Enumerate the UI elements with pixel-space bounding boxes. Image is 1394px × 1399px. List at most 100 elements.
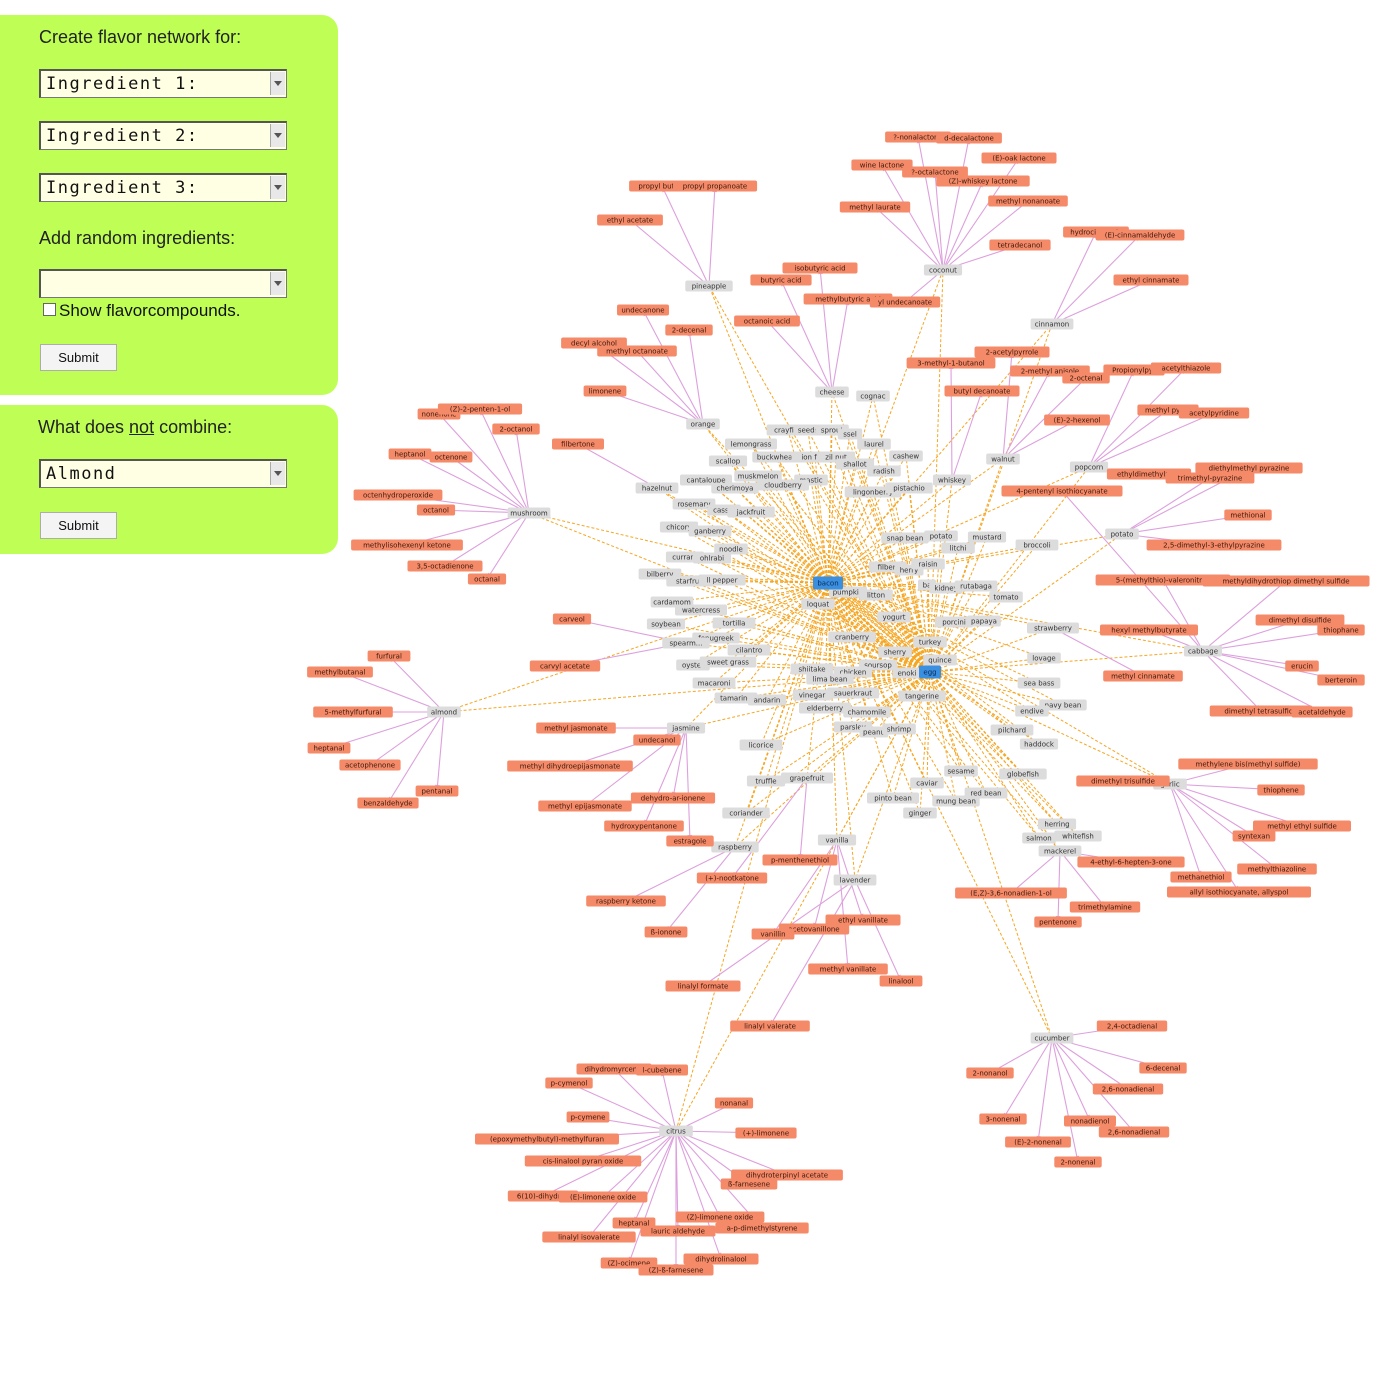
compound-node[interactable]: 2-octanol [492, 423, 540, 435]
compound-node[interactable]: l-cubebene [636, 1064, 688, 1076]
compound-node[interactable]: hexyl methylbutyrate [1100, 624, 1198, 636]
compound-node[interactable]: wine lactone [851, 159, 913, 171]
ingredient-node[interactable]: whiskey [932, 474, 972, 486]
ingredient-node[interactable]: snap bean [881, 532, 929, 544]
ingredient-node[interactable]: strawberry [1027, 622, 1079, 634]
ingredient-node[interactable]: truffle [746, 775, 786, 787]
compound-node[interactable]: 2-decenal [665, 324, 713, 336]
ingredient-node[interactable]: turkey [913, 636, 947, 648]
compound-node[interactable]: 5-(methylthio)-valeronitrile [1095, 574, 1231, 586]
ingredient-node[interactable]: laurel [857, 438, 891, 450]
compound-node[interactable]: trimethyl-pyrazine [1165, 472, 1255, 484]
compound-node[interactable]: dehydro-ar-ionene [630, 792, 716, 804]
compound-node[interactable]: 2,6-nonadienal [1098, 1126, 1170, 1138]
compound-node[interactable]: 2-acetylpyrrole [974, 346, 1050, 358]
ingredient-node[interactable]: chicory [659, 521, 699, 533]
ingredient-node[interactable]: lavender [833, 874, 877, 886]
ingredient-node[interactable]: almond [427, 706, 461, 718]
compound-node[interactable]: syntexan [1232, 830, 1276, 842]
compound-node[interactable]: a-p-dimethylstyrene [715, 1222, 809, 1234]
ingredient-node[interactable]: tomato [989, 591, 1023, 603]
compound-node[interactable]: thiophane [1317, 624, 1365, 636]
compound-node[interactable]: (E)-oak lactone [981, 152, 1057, 164]
compound-node[interactable]: ethyl vanillate [825, 914, 901, 926]
compound-node[interactable]: berteroin [1317, 674, 1365, 686]
ingredient-node[interactable]: ssel [837, 428, 863, 440]
random-ingredients-select[interactable] [39, 269, 287, 298]
compound-node[interactable]: linalyl valerate [730, 1020, 810, 1032]
ingredient-node[interactable]: walnut [986, 453, 1020, 465]
compound-node[interactable]: methanethiol [1170, 871, 1232, 883]
ingredient-node[interactable]: shrimp [882, 723, 916, 735]
compound-node[interactable]: (E)-cinnamaldehyde [1095, 229, 1185, 241]
compound-node[interactable]: methyl vanillate [808, 963, 888, 975]
ingredient-node[interactable]: cucumber [1030, 1032, 1074, 1044]
compound-node[interactable]: raspberry ketone [586, 895, 666, 907]
ingredient-node[interactable]: citrus [659, 1125, 693, 1137]
compound-node[interactable]: furfural [367, 650, 411, 662]
compound-node[interactable]: undecanol [633, 734, 681, 746]
submit-not-combine-button[interactable]: Submit [40, 512, 117, 539]
center-node-egg[interactable]: egg [919, 665, 941, 679]
compound-node[interactable]: isobutyric acid [782, 262, 858, 274]
compound-node[interactable]: 2,4-octadienal [1096, 1020, 1168, 1032]
compound-node[interactable]: trimethylamine [1069, 901, 1141, 913]
compound-node[interactable]: ß-ionone [644, 926, 688, 938]
compound-node[interactable]: heptanol [388, 448, 432, 460]
ingredient-node[interactable]: sesame [944, 765, 978, 777]
compound-node[interactable]: cis-linalool pyran oxide [524, 1155, 642, 1167]
compound-node[interactable]: propyl propanoate [672, 180, 758, 192]
ingredient-node[interactable]: peanu [859, 726, 889, 738]
compound-node[interactable]: 2,6-nonadienal [1092, 1083, 1164, 1095]
compound-node[interactable]: butyric acid [750, 274, 812, 286]
compound-node[interactable]: dimethyl trisulfide [1076, 775, 1170, 787]
ingredient-node[interactable]: cabbage [1183, 645, 1223, 657]
ingredient-node[interactable]: popcorn [1069, 461, 1109, 473]
compound-node[interactable]: 5-methylfurfural [313, 706, 393, 718]
ingredient-node[interactable]: noodle [714, 543, 748, 555]
ingredient-node[interactable]: lima bean [806, 673, 854, 685]
ingredient-node[interactable]: jackfruit [727, 506, 775, 518]
compound-node[interactable]: limonene [583, 385, 627, 397]
ingredient-node[interactable]: rosemary [672, 498, 716, 510]
compound-node[interactable]: acetaldehyde [1291, 706, 1353, 718]
compound-node[interactable]: (E)-2-nonenal [1005, 1136, 1071, 1148]
ingredient-node[interactable]: cherimoya [711, 482, 759, 494]
compound-node[interactable]: d-decalactone [936, 132, 1002, 144]
ingredient-node[interactable]: cheese [815, 386, 849, 398]
ingredient-node[interactable]: radish [867, 465, 901, 477]
compound-node[interactable]: octanoic acid [734, 315, 800, 327]
ingredient-node[interactable]: cranberry [828, 631, 876, 643]
ingredient1-select[interactable]: Ingredient 1: [39, 69, 287, 98]
ingredient-node[interactable]: lemongrass [725, 438, 777, 450]
ingredient-node[interactable]: soybean [646, 618, 686, 630]
compound-node[interactable]: linalyl isovalerate [542, 1231, 636, 1243]
compound-node[interactable]: methylene bis(methyl sulfide) [1178, 758, 1318, 770]
show-compounds-checkbox[interactable] [43, 303, 56, 317]
ingredient-node[interactable]: vinegar [792, 689, 832, 701]
compound-node[interactable]: acetophenone [339, 759, 401, 771]
chevron-down-icon[interactable] [270, 124, 285, 147]
ingredient-node[interactable]: jasmine [666, 722, 706, 734]
compound-node[interactable]: acetylthiazole [1150, 362, 1222, 374]
compound-node[interactable]: ß-farnesene [720, 1178, 778, 1190]
ingredient-node[interactable]: potato [1105, 528, 1139, 540]
compound-node[interactable]: undecanone [617, 304, 669, 316]
ingredient-node[interactable]: mustard [967, 531, 1007, 543]
compound-node[interactable]: (E,Z)-3,6-nonadien-1-ol [955, 887, 1067, 899]
ingredient-node[interactable]: ginger [903, 807, 937, 819]
compound-node[interactable]: thiophene [1257, 784, 1305, 796]
ingredient-node[interactable]: cilantro [727, 644, 771, 656]
compound-node[interactable]: ?-octalactone [902, 166, 968, 178]
compound-node[interactable]: linalyl formate [665, 980, 741, 992]
compound-node[interactable]: (epoxymethylbutyl)-methylfuran [475, 1133, 619, 1145]
compound-node[interactable]: 3-methyl-1-butanol [906, 357, 996, 369]
compound-node[interactable]: dimethyl tetrasulfide [1209, 705, 1313, 717]
ingredient-node[interactable]: pineapple [685, 280, 733, 292]
compound-node[interactable]: butyl decanoate [944, 385, 1020, 397]
compound-node[interactable]: (Z)-ß-farnesene [638, 1264, 714, 1276]
compound-node[interactable]: methyl jasmonate [536, 722, 616, 734]
ingredient-node[interactable]: yogurt [877, 611, 911, 623]
compound-node[interactable]: estragole [666, 835, 714, 847]
ingredient-node[interactable]: raspberry [711, 841, 759, 853]
